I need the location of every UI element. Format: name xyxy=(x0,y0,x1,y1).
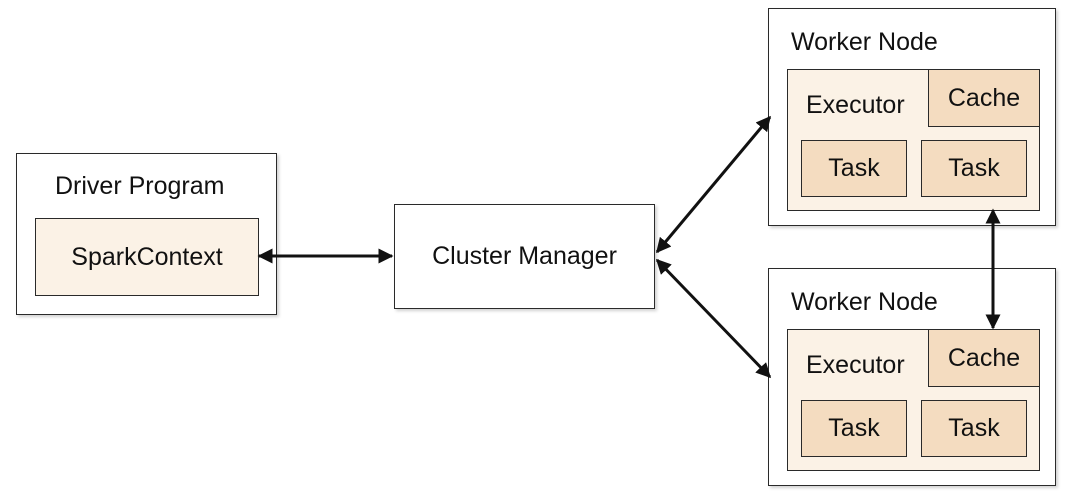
spark-context-box: SparkContext xyxy=(35,218,259,296)
worker-node-title: Worker Node xyxy=(791,28,938,56)
cluster-worker1-arrow xyxy=(655,115,772,254)
executor-box: Executor Cache Task Task xyxy=(787,329,1040,471)
task-box: Task xyxy=(801,400,907,457)
task-box: Task xyxy=(921,140,1027,197)
cluster-manager-label: Cluster Manager xyxy=(432,242,617,270)
task-label: Task xyxy=(948,414,1000,442)
driver-program-title: Driver Program xyxy=(55,172,225,200)
task-box: Task xyxy=(921,400,1027,457)
task-label: Task xyxy=(828,414,880,442)
cache-box: Cache xyxy=(928,69,1040,127)
driver-program-box: Driver Program SparkContext xyxy=(16,153,277,315)
task-label: Task xyxy=(948,154,1000,182)
task-box: Task xyxy=(801,140,907,197)
executor-box: Executor Cache Task Task xyxy=(787,69,1040,211)
cache-box: Cache xyxy=(928,329,1040,387)
worker-node-title: Worker Node xyxy=(791,288,938,316)
cluster-worker2-arrow xyxy=(655,258,772,379)
cluster-manager-box: Cluster Manager xyxy=(394,204,655,309)
worker-node-box: Worker Node Executor Cache Task Task xyxy=(768,268,1056,486)
executor-label: Executor xyxy=(806,351,905,379)
cache-label: Cache xyxy=(947,343,1021,372)
spark-context-label: SparkContext xyxy=(71,242,223,271)
worker-node-box: Worker Node Executor Cache Task Task xyxy=(768,8,1056,226)
cache-label: Cache xyxy=(947,83,1021,112)
executor-label: Executor xyxy=(806,91,905,119)
task-label: Task xyxy=(828,154,880,182)
